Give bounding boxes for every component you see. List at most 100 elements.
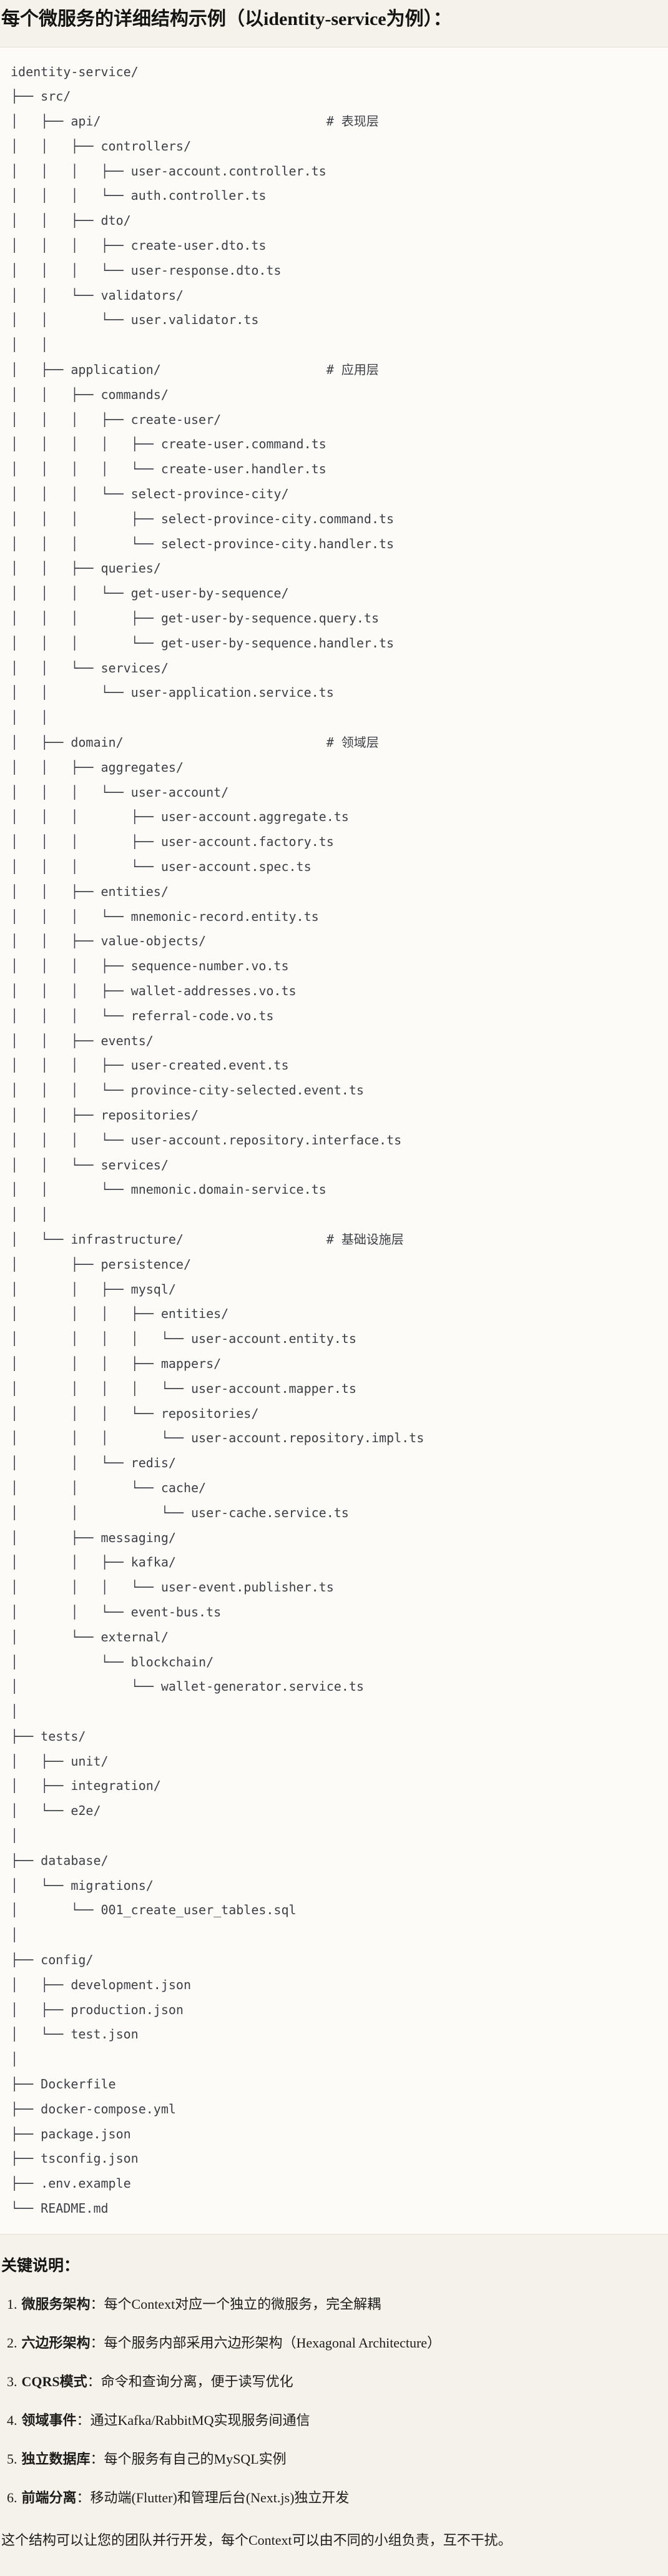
tree-line: │ │ │ └── select-province-city.handler.t… [11,536,395,551]
item-desc: ：每个服务内部采用六边形架构（Hexagonal Architecture） [90,2334,441,2351]
tree-line: │ │ │ ├── get-user-by-sequence.query.ts [11,611,380,626]
tree-line: │ └── external/ [11,1629,169,1644]
tree-line: │ │ │ ├── user-account.factory.ts [11,834,334,850]
tree-line: │ │ │ └── repositories/ [11,1405,259,1421]
page-title: 每个微服务的详细结构示例（以identity-service为例）： [1,9,452,29]
item-number: 3. [7,2373,17,2389]
tree-line: │ ├── production.json [11,2002,184,2017]
tree-line: │ │ │ ├── user-account.aggregate.ts [11,809,349,825]
tree-line: │ │ └── user-application.service.ts [11,685,334,701]
tree-line: │ │ │ ├── create-user/ [11,411,222,427]
tree-line: ├── docker-compose.yml [11,2101,176,2116]
item-term: 六边形架构 [21,2334,91,2351]
tree-line: │ ├── unit/ [11,1753,109,1769]
tree-line: ├── database/ [11,1852,109,1868]
tree-line: identity-service/ [11,64,139,79]
tree-line: │ │ │ └── user-account.repository.interf… [11,1132,402,1148]
tree-line: │ │ └── cache/ [11,1480,207,1495]
tree-line: │ │ │ └── get-user-by-sequence.handler.t… [11,635,395,651]
tree-line: │ │ ├── entities/ [11,883,169,899]
tree-line: │ └── test.json [11,2027,139,2042]
tree-line: │ │ ├── commands/ [11,386,169,402]
tree-line: │ │ │ ├── create-user.dto.ts [11,238,267,253]
tree-line: │ │ │ │ └── create-user.handler.ts [11,461,327,477]
document-page: 每个微服务的详细结构示例（以identity-service为例）： ident… [0,6,668,2550]
tree-line: │ └── wallet-generator.service.ts [11,1679,364,1694]
tree-line: │ └── migrations/ [11,1877,154,1893]
tree-line: │ │ ├── repositories/ [11,1107,199,1123]
list-item: 4.领域事件：通过Kafka/RabbitMQ实现服务间通信 [1,2411,667,2431]
tree-line: │ [11,1704,19,1719]
item-number: 4. [7,2412,17,2428]
item-number: 5. [7,2451,17,2467]
tree-line: │ └── e2e/ [11,1803,101,1819]
notes-list: 1.微服务架构：每个Context对应一个独立的微服务，完全解耦 2.六边形架构… [1,2294,667,2508]
item-desc: ：每个Context对应一个独立的微服务，完全解耦 [90,2296,381,2312]
item-term: 领域事件 [21,2412,77,2428]
tree-line: ├── src/ [11,89,71,104]
tree-line: │ │ │ └── user-account/ [11,784,229,800]
tree-line: ├── package.json [11,2126,131,2141]
tree-line: │ ├── application/ # 应用层 [11,362,379,378]
tree-line: │ ├── persistence/ [11,1256,191,1272]
tree-line: │ │ └── services/ [11,660,169,676]
tree-line: │ │ └── services/ [11,1157,169,1172]
tree-line: │ │ └── mnemonic.domain-service.ts [11,1182,327,1197]
list-item: 2.六边形架构：每个服务内部采用六边形架构（Hexagonal Architec… [1,2333,667,2353]
tree-line: │ │ ├── value-objects/ [11,933,207,949]
tree-line: │ │ ├── aggregates/ [11,759,184,775]
tree-line: ├── tests/ [11,1728,86,1744]
tree-line: │ │ │ ├── select-province-city.command.t… [11,511,395,526]
tree-line: │ │ [11,1207,49,1222]
tree-line: │ │ │ └── user-account.repository.impl.t… [11,1430,425,1446]
tree-line: │ ├── development.json [11,1977,191,1992]
tree-line: │ │ [11,710,49,725]
item-term: 前端分离 [21,2489,77,2505]
tree-line: ├── Dockerfile [11,2077,116,2092]
tree-line: │ │ │ ├── mappers/ [11,1355,222,1371]
tree-line: │ [11,1828,19,1844]
tree-line: │ └── blockchain/ [11,1654,214,1669]
tree-line: │ │ ├── queries/ [11,561,161,576]
tree-line: │ │ │ ├── user-created.event.ts [11,1058,289,1073]
item-number: 6. [7,2489,17,2505]
code-block: identity-service/├── src/│ ├── api/ # 表现… [0,46,668,2234]
tree-line: │ │ │ │ └── user-account.entity.ts [11,1331,356,1347]
tree-line: │ │ └── user-cache.service.ts [11,1505,349,1520]
tree-line: │ │ └── validators/ [11,287,184,303]
list-item: 6.前端分离：移动端(Flutter)和管理后台(Next.js)独立开发 [1,2488,667,2508]
tree-line: │ │ │ ├── user-account.controller.ts [11,163,327,179]
tree-line: │ │ │ └── user-account.spec.ts [11,859,312,874]
list-item: 1.微服务架构：每个Context对应一个独立的微服务，完全解耦 [1,2294,667,2314]
notes-section: 关键说明： 1.微服务架构：每个Context对应一个独立的微服务，完全解耦 2… [0,2253,668,2550]
list-item: 5.独立数据库：每个服务有自己的MySQL实例 [1,2449,667,2469]
tree-line: │ │ │ └── mnemonic-record.entity.ts [11,908,319,924]
tree-line: │ │ │ └── user-response.dto.ts [11,262,282,278]
tree-line: │ │ │ └── select-province-city/ [11,486,289,502]
tree-line: │ [11,2052,19,2067]
tree-line: │ [11,1927,19,1943]
tree-line: │ │ ├── events/ [11,1033,154,1048]
item-number: 2. [7,2334,17,2351]
tree-line: │ │ ├── dto/ [11,213,131,229]
item-term: 独立数据库 [21,2451,91,2467]
tree-line: ├── tsconfig.json [11,2151,139,2166]
tree-line: │ │ └── redis/ [11,1455,176,1471]
tree-line: │ │ │ │ ├── create-user.command.ts [11,436,327,452]
tree-line: ├── .env.example [11,2176,131,2191]
closing-paragraph: 这个结构可以让您的团队并行开发，每个Context可以由不同的小组负责，互不干扰… [1,2532,512,2548]
directory-tree: identity-service/├── src/│ ├── api/ # 表现… [11,60,663,2221]
tree-line: │ │ │ ├── sequence-number.vo.ts [11,958,289,974]
tree-line: │ │ │ └── auth.controller.ts [11,188,267,204]
item-desc: ：通过Kafka/RabbitMQ实现服务间通信 [76,2412,310,2428]
tree-line: │ │ │ ├── wallet-addresses.vo.ts [11,983,297,998]
tree-line: │ │ ├── mysql/ [11,1281,176,1297]
notes-heading: 关键说明： [1,2257,80,2274]
tree-line: │ │ │ └── province-city-selected.event.t… [11,1083,364,1098]
tree-line: │ ├── messaging/ [11,1530,176,1545]
tree-line: │ │ │ ├── entities/ [11,1306,229,1322]
tree-line: │ │ └── user.validator.ts [11,312,259,328]
tree-line: │ ├── integration/ [11,1778,161,1794]
tree-line: │ │ ├── controllers/ [11,138,191,154]
tree-line: │ │ │ └── get-user-by-sequence/ [11,586,289,601]
